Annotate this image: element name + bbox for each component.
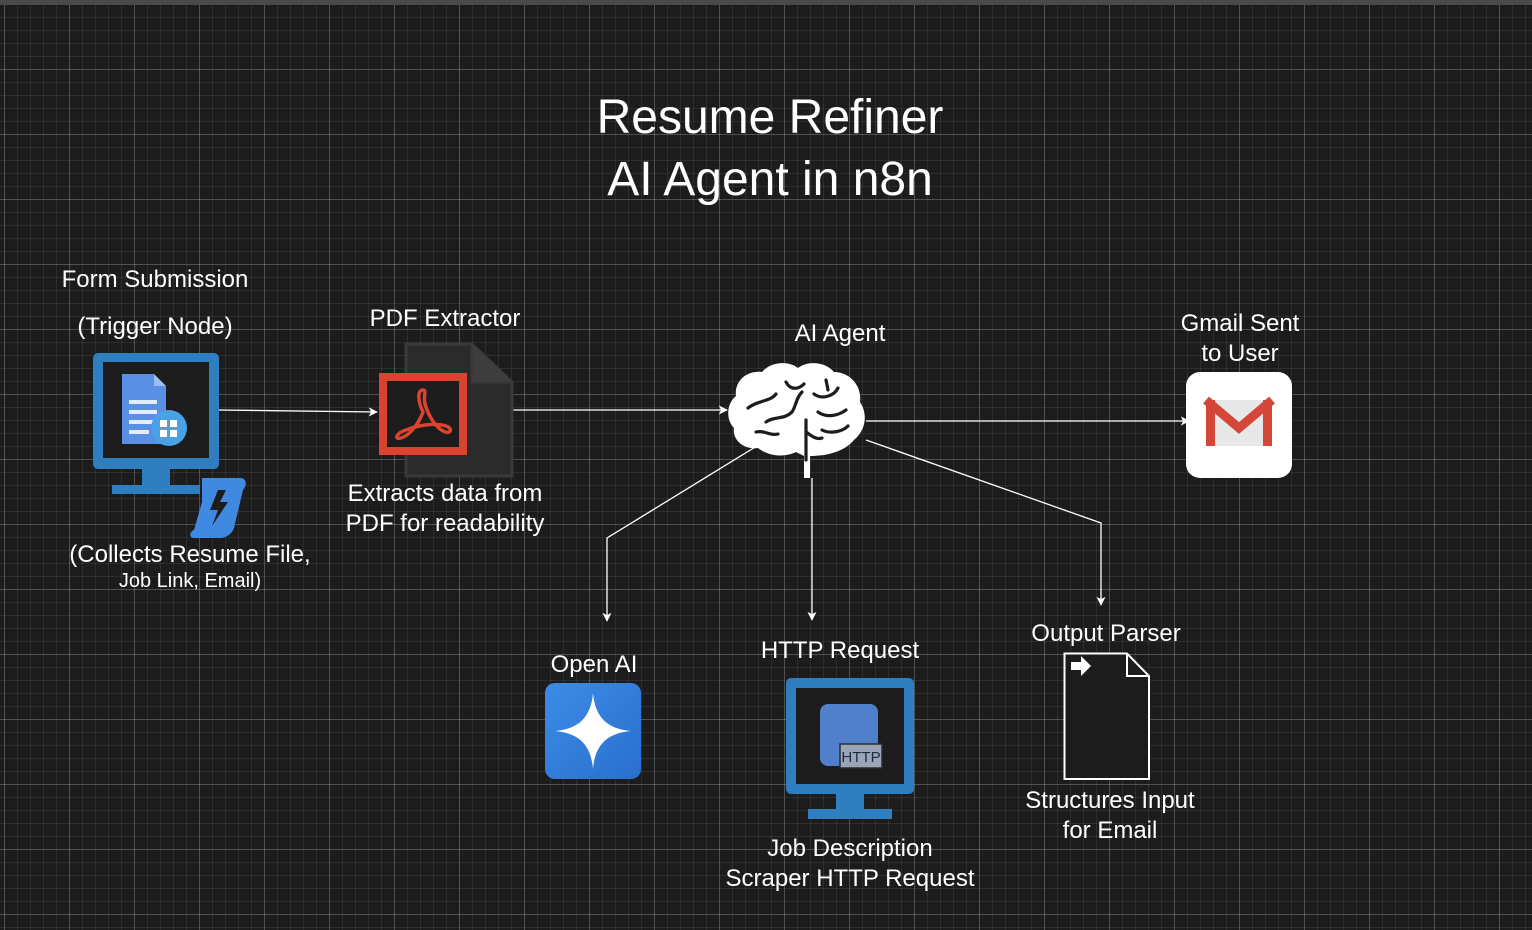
pdf-node-label: PDF Extractor bbox=[369, 305, 521, 332]
pdf-document-icon[interactable] bbox=[376, 342, 516, 482]
document-arrow-icon[interactable] bbox=[1063, 652, 1151, 782]
monitor-form-icon[interactable] bbox=[90, 350, 250, 540]
form-node-label: Form Submission bbox=[61, 266, 249, 293]
http-node-description-line-2: Scraper HTTP Request bbox=[725, 865, 975, 892]
form-node-description-line-2: Job Link, Email) bbox=[118, 570, 262, 592]
form-node-sublabel: (Trigger Node) bbox=[77, 313, 233, 340]
pdf-node-description-line-2: PDF for readability bbox=[345, 510, 545, 537]
brain-icon[interactable] bbox=[726, 360, 868, 480]
diagram-title-line-1: Resume Refiner bbox=[596, 91, 944, 144]
monitor-http-icon[interactable]: HTTP bbox=[786, 678, 914, 822]
http-node-description-line-1: Job Description bbox=[767, 835, 933, 862]
gmail-node-label-line-1: Gmail Sent bbox=[1180, 310, 1300, 337]
pdf-node-description-line-1: Extracts data from bbox=[347, 480, 543, 507]
edge-form-to-pdf bbox=[218, 407, 378, 417]
form-node-description-line-1: (Collects Resume File, bbox=[69, 541, 311, 568]
top-border bbox=[0, 0, 1532, 5]
http-badge-text: HTTP bbox=[841, 749, 880, 766]
openai-node-label: Open AI bbox=[550, 651, 638, 678]
edge-agent-to-parser bbox=[865, 439, 1106, 606]
sparkle-icon[interactable] bbox=[545, 683, 641, 779]
diagram-title-line-2: AI Agent in n8n bbox=[607, 153, 933, 206]
edge-agent-to-openai bbox=[602, 437, 771, 622]
http-node-label: HTTP Request bbox=[760, 637, 920, 664]
gmail-icon[interactable] bbox=[1186, 372, 1292, 478]
parser-node-description-line-1: Structures Input bbox=[1025, 787, 1195, 814]
gmail-node-label-line-2: to User bbox=[1201, 340, 1279, 367]
parser-node-description-line-2: for Email bbox=[1062, 817, 1158, 844]
parser-node-label: Output Parser bbox=[1031, 620, 1181, 647]
agent-node-label: AI Agent bbox=[794, 320, 886, 347]
